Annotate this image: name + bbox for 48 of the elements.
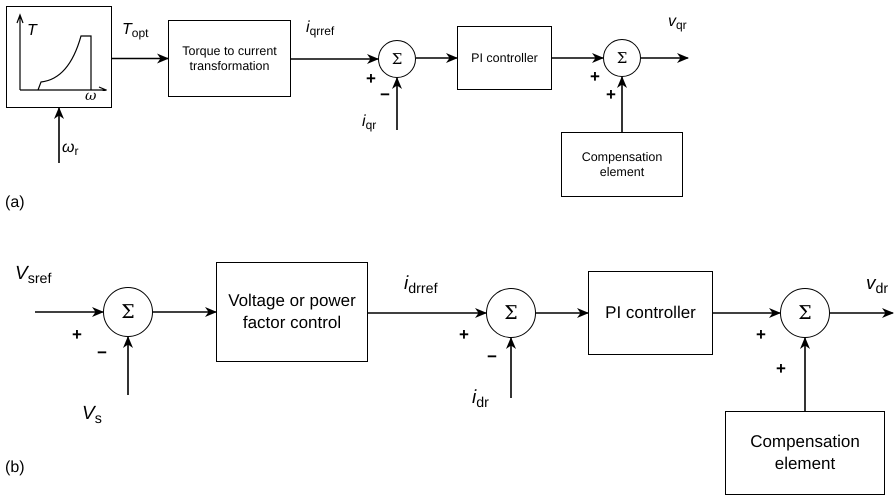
arrow xyxy=(368,308,487,318)
process-box: Compensation element xyxy=(725,411,885,495)
axis-label: ω xyxy=(85,89,96,103)
sign-label: + xyxy=(72,326,82,343)
process-box: Voltage or power factor control xyxy=(216,262,368,362)
arrow xyxy=(713,308,781,318)
process-box: PI controller xyxy=(588,271,713,355)
summing-junction: Σ xyxy=(103,287,153,337)
sign-label: + xyxy=(590,68,600,85)
arrow xyxy=(35,307,104,317)
signal-label: i$_{dr}$ xyxy=(472,388,489,407)
sign-label: − xyxy=(487,348,497,365)
signal-label: i$_{qr}$ xyxy=(362,114,376,130)
summing-junction: Σ xyxy=(780,288,830,338)
arrow xyxy=(153,307,217,317)
sign-label: (b) xyxy=(5,460,25,476)
characteristic-block xyxy=(6,6,112,108)
signal-label: V$_{s}$ xyxy=(82,404,102,423)
sign-label: + xyxy=(459,326,469,343)
sign-label: − xyxy=(380,86,390,103)
arrow xyxy=(552,53,604,63)
summing-junction: Σ xyxy=(378,40,416,78)
summing-junction: Σ xyxy=(603,39,641,77)
sign-label: + xyxy=(606,86,616,103)
axis-label: T xyxy=(27,23,37,39)
sign-label: (a) xyxy=(5,195,25,211)
arrow xyxy=(123,336,133,395)
arrow xyxy=(416,53,458,63)
process-box: PI controller xyxy=(457,26,552,90)
sign-label: + xyxy=(776,360,786,377)
arrow xyxy=(800,337,810,411)
signal-label: T$_{opt}$ xyxy=(122,22,148,38)
summing-junction: Σ xyxy=(486,288,536,338)
sign-label: − xyxy=(97,344,107,361)
arrow xyxy=(291,54,379,64)
process-box: Torque to current transformation xyxy=(168,20,291,97)
arrow xyxy=(830,308,894,318)
sign-label: + xyxy=(366,70,376,87)
arrow xyxy=(641,53,689,63)
process-box: Compensation element xyxy=(561,132,683,197)
arrow xyxy=(536,308,589,318)
arrow xyxy=(392,77,402,130)
sign-label: + xyxy=(756,326,766,343)
arrow xyxy=(54,107,64,163)
arrow xyxy=(617,76,627,132)
arrow xyxy=(506,337,516,398)
signal-label: ω$_{r}$ xyxy=(62,140,78,156)
arrow xyxy=(112,54,169,64)
